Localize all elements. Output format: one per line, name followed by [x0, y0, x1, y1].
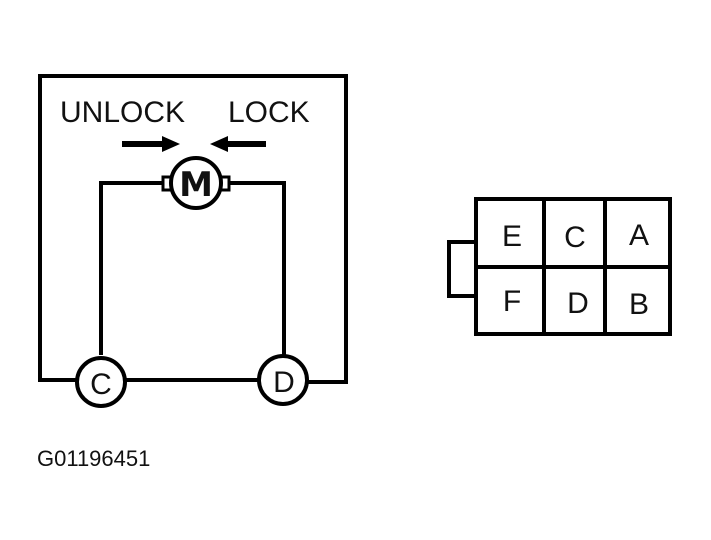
terminal-c: [75, 356, 127, 408]
lock-arrow-icon: [210, 136, 266, 152]
figure-id: G01196451: [37, 446, 150, 471]
enclosure-outline: [38, 74, 348, 384]
terminal-d: [257, 354, 309, 406]
motor-label: M: [179, 165, 213, 205]
unlock-arrow-icon: [122, 136, 180, 152]
unlock-label: UNLOCK: [60, 96, 185, 129]
pin-e-label: E: [502, 220, 522, 253]
terminal-d-label: D: [273, 366, 295, 399]
lock-label: LOCK: [228, 96, 310, 129]
wire-left: [99, 181, 165, 355]
terminal-c-label: C: [90, 368, 112, 401]
motor-icon: [161, 156, 231, 210]
pin-d-label: D: [567, 287, 589, 320]
pin-f-label: F: [503, 285, 521, 318]
connector-latch: [447, 240, 478, 298]
connector: [447, 197, 672, 336]
pin-a-label: A: [629, 219, 649, 252]
pin-b-label: B: [629, 288, 649, 321]
wire-right: [228, 181, 286, 356]
pin-c-label: C: [564, 221, 586, 254]
